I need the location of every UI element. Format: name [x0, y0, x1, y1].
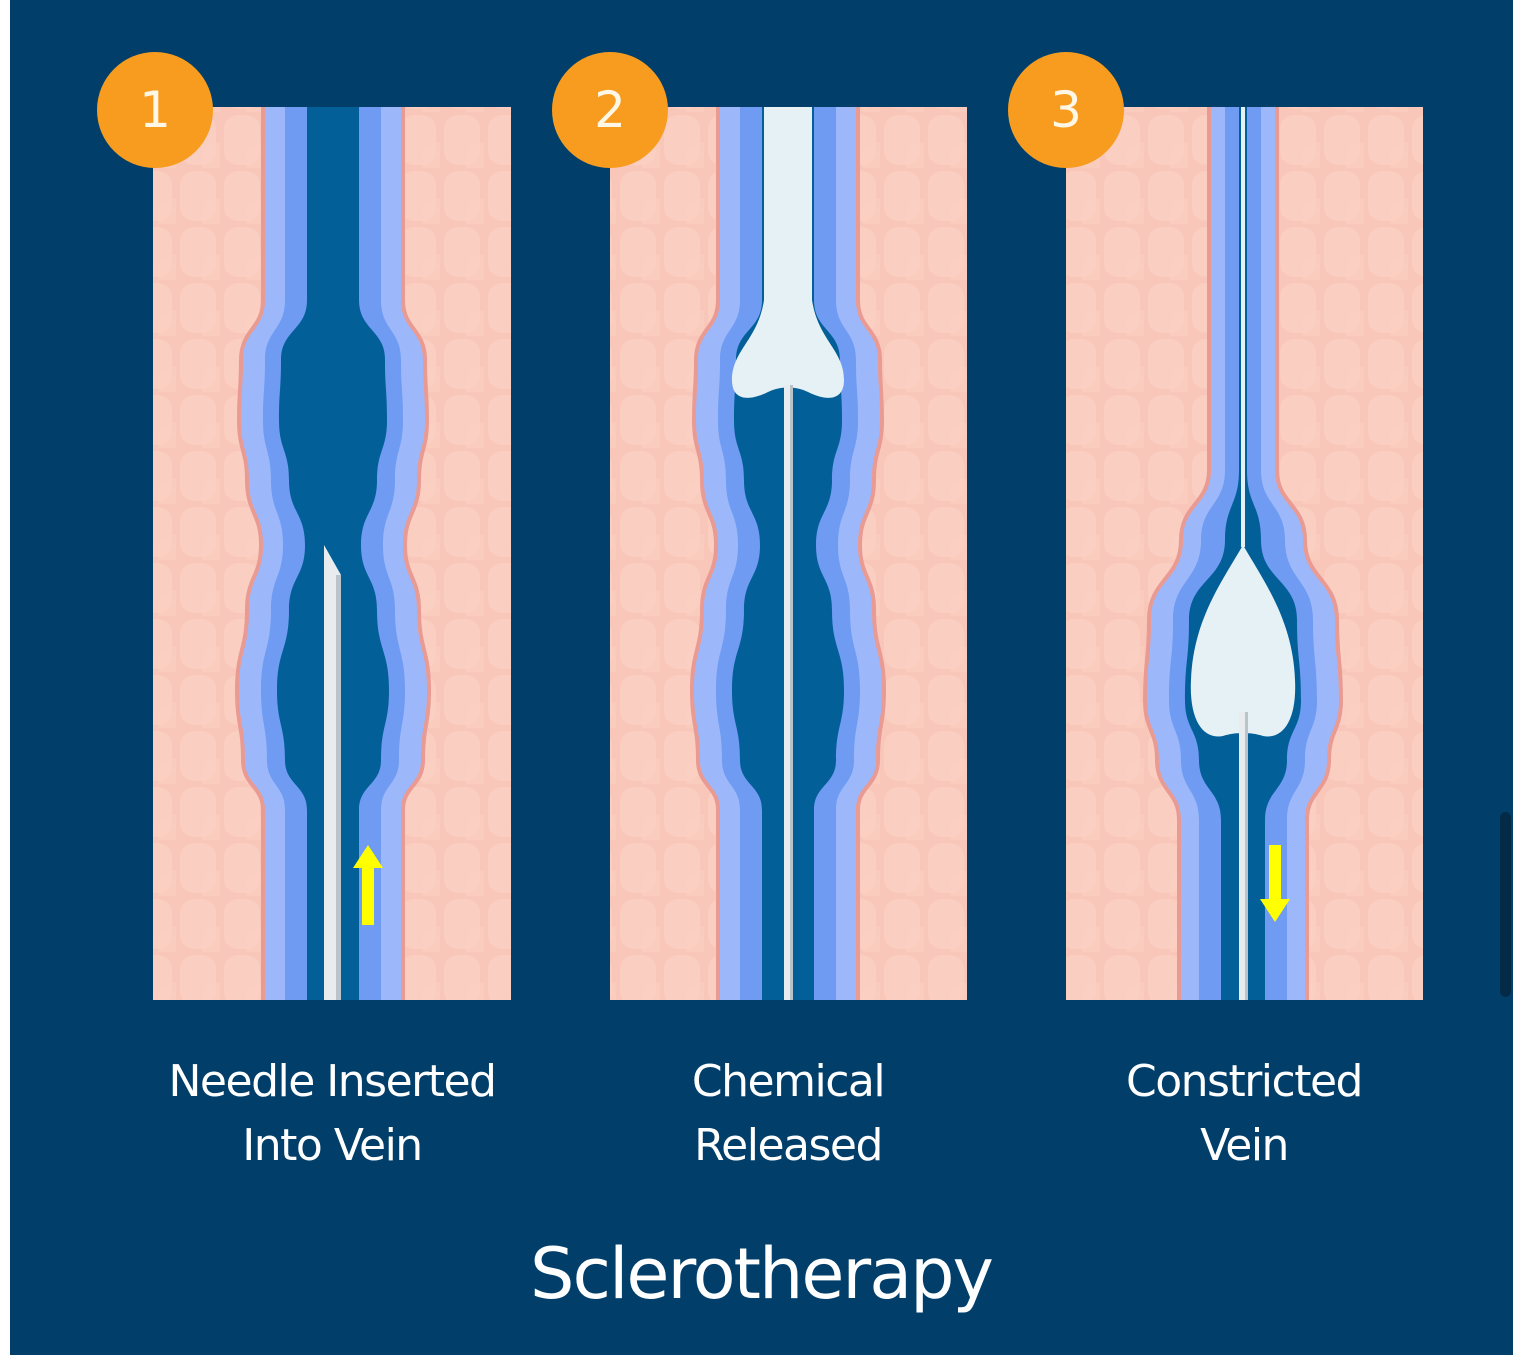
- step-2-label-line2: Released: [694, 1120, 883, 1171]
- panel-2: [610, 107, 967, 1000]
- chemical-fluid: [732, 107, 844, 398]
- panel-3: [1066, 107, 1423, 1000]
- step-1-label-line2: Into Vein: [242, 1120, 423, 1171]
- step-1-label-line1: Needle Inserted: [168, 1056, 497, 1107]
- down-arrow-icon: [1260, 845, 1290, 922]
- step-1-badge: 1: [97, 52, 213, 168]
- needle-shadow: [1245, 712, 1248, 1000]
- scrollbar[interactable]: [1500, 812, 1511, 997]
- diagram-title: Sclerotherapy: [530, 1233, 994, 1315]
- step-2-badge: 2: [552, 52, 668, 168]
- step-3-label-line2: Vein: [1200, 1120, 1289, 1171]
- step-2-label-line1: Chemical: [691, 1056, 886, 1107]
- needle: [784, 385, 793, 1000]
- step-3-label: Constricted Vein: [1034, 1050, 1454, 1178]
- constricted-lumen-line: [1241, 107, 1245, 547]
- needle-shadow: [790, 385, 793, 1000]
- panel-1: [153, 107, 511, 1000]
- chemical-clot: [1190, 545, 1296, 737]
- step-3-label-line1: Constricted: [1126, 1056, 1363, 1107]
- up-arrow-icon: [353, 845, 383, 925]
- step-3-badge: 3: [1008, 52, 1124, 168]
- step-2-label: Chemical Released: [578, 1050, 998, 1178]
- step-1-label: Needle Inserted Into Vein: [122, 1050, 542, 1178]
- needle-shadow: [336, 575, 341, 1000]
- needle: [1239, 712, 1248, 1000]
- panel-1-vein-lumen: [277, 107, 389, 1000]
